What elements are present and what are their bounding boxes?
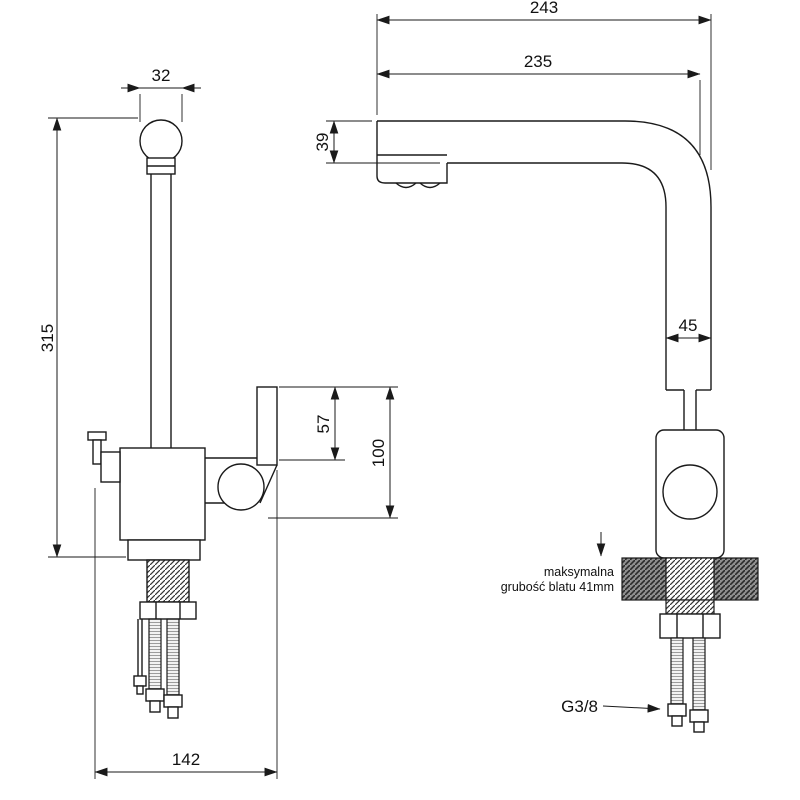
base-flange [127,539,201,561]
countertop-block [621,557,759,601]
dim-head-width-label: 32 [152,66,171,85]
mounting-nut-side [659,613,721,639]
faucet-head [139,119,183,163]
faucet-front-view: 32 315 57 100 142 [38,66,398,779]
dim-lever-height-label: 100 [369,439,388,467]
dimension-spout-reach: 235 [376,52,701,155]
mounting-nut [139,601,197,620]
dimension-lever-offset: 57 [279,386,398,461]
counter-thickness-note: maksymalna grubość blatu 41mm [501,532,614,594]
dimension-lever-height: 100 [268,386,398,519]
counter-note-line1: maksymalna [544,565,614,579]
mounting-pin [133,619,147,695]
dim-total-depth-label: 243 [530,0,558,17]
dim-total-height-label: 315 [38,324,57,352]
dimension-base-width: 142 [94,470,278,779]
dim-base-width-label: 142 [172,750,200,769]
dim-column-width-label: 45 [679,316,698,335]
thread-size-label: G3/8 [561,697,598,716]
filter-outlet [419,182,441,189]
dimension-head-width: 32 [121,66,201,122]
shank-through-counter [665,557,715,601]
dimension-spout-height: 39 [313,120,440,164]
body-joint [662,464,718,520]
dim-lever-offset-label: 57 [314,415,333,434]
dim-spout-reach-label: 235 [524,52,552,71]
lever-joint [217,463,265,511]
supply-hose-side-left [667,637,687,727]
faucet-body [119,447,206,541]
threaded-shank [146,559,190,603]
right-lever [205,386,278,511]
riser-pipe [150,174,172,448]
threaded-shank-side [665,599,715,615]
spout [376,120,712,390]
counter-note-line2: grubość blatu 41mm [501,580,614,594]
supply-hose-left [145,618,165,713]
faucet-side-view: maksymalna grubość blatu 41mm 243 [313,0,759,733]
thread-size-leader [602,704,661,713]
spout-neck [666,389,711,430]
dimension-total-depth: 243 [376,0,712,170]
left-lever [87,431,121,483]
supply-hose-side-right [689,637,709,733]
dimension-total-height: 315 [38,117,138,558]
supply-hose-right [163,618,183,719]
dimension-column-width: 45 [665,316,712,343]
dim-spout-height-label: 39 [313,133,332,152]
thread-size-callout: G3/8 [561,697,661,716]
aerator-outlet [395,182,417,189]
